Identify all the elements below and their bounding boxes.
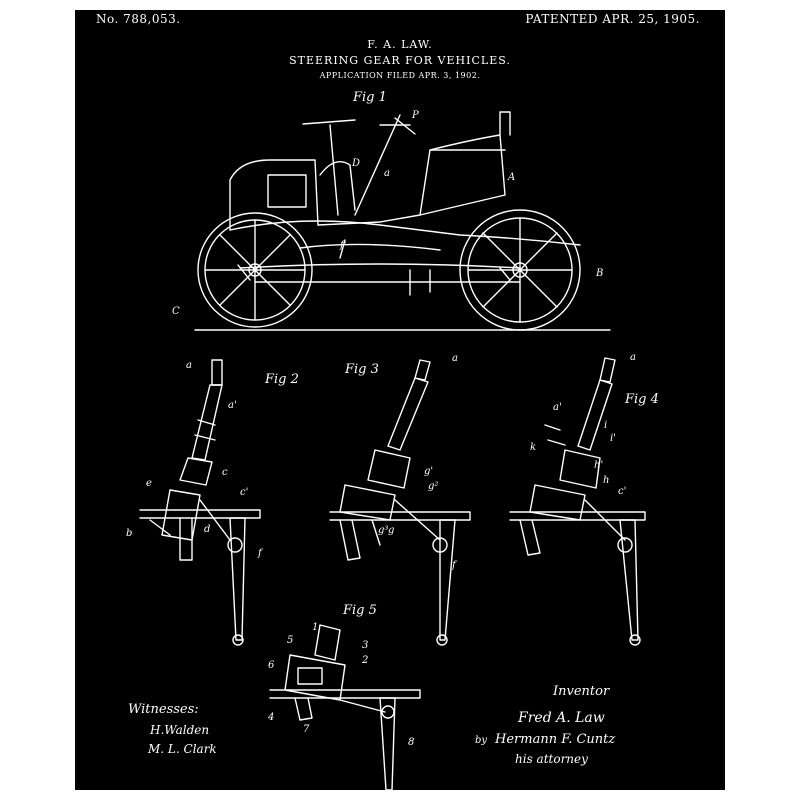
label-fig2-d: d [204, 524, 211, 535]
label-fig4-a1: a' [553, 402, 562, 413]
label-D: D [352, 158, 361, 169]
patent-poster [75, 10, 725, 790]
fig5-mechanism [269, 624, 421, 791]
label-fig3-g3: g³ [378, 525, 389, 536]
label-fig2-f: f [258, 548, 262, 559]
fig3-mechanism [329, 359, 471, 646]
label-fig2-a: a [186, 360, 192, 371]
inventor-signature: Fred A. Law [518, 710, 605, 726]
label-fig4-i1: i' [610, 433, 616, 444]
fig2-title: Fig 2 [265, 372, 299, 387]
label-fig5-1: 1 [312, 622, 319, 633]
label-fig4-h1: h' [594, 460, 604, 471]
label-fig5-7: 7 [303, 724, 310, 735]
label-fig4-h: h [603, 475, 610, 486]
label-fig3-g2: g² [428, 481, 439, 492]
fig1-title: Fig 1 [353, 90, 387, 105]
fig5-title: Fig 5 [343, 603, 377, 618]
by-label: by [475, 735, 488, 746]
fig4-title: Fig 4 [625, 392, 659, 407]
label-fig4-a: a [630, 352, 636, 363]
label-fig3-f: f [452, 560, 456, 571]
label-C: C [172, 306, 180, 317]
patent-title: STEERING GEAR FOR VEHICLES. [289, 54, 511, 67]
label-fig5-5: 5 [287, 635, 294, 646]
label-fig3-a: a [452, 353, 458, 364]
witnesses-heading: Witnesses: [128, 702, 199, 717]
label-A: A [508, 172, 516, 183]
witness-signature-1: H.Walden [150, 723, 210, 737]
application-filed: APPLICATION FILED APR. 3, 1902. [319, 71, 481, 80]
fig3-title: Fig 3 [345, 362, 379, 377]
label-fig5-4: 4 [268, 712, 275, 723]
label-fig3-g1: g' [424, 466, 434, 477]
label-fig2-a1: a' [228, 400, 237, 411]
fig4-mechanism [509, 357, 646, 646]
label-fig5-3: 3 [362, 640, 369, 651]
witness-signature-2: M. L. Clark [148, 742, 217, 756]
label-a: a [384, 168, 390, 179]
inventor-name-heading: F. A. LAW. [367, 38, 433, 51]
fig1-car-drawing [194, 111, 611, 331]
label-p: P [412, 110, 419, 121]
fig2-mechanism [139, 359, 261, 646]
label-fig5-2: 2 [362, 655, 369, 666]
label-fig4-c1: c' [618, 486, 627, 497]
label-fig3-g: g [388, 525, 395, 536]
patent-date: PATENTED APR. 25, 1905. [525, 12, 700, 26]
attorney-signature: Hermann F. Cuntz [495, 732, 616, 747]
label-fig2-b: b [126, 528, 133, 539]
attorney-label: his attorney [515, 752, 588, 766]
inventor-heading: Inventor [553, 684, 610, 699]
label-fig4-k: k [530, 442, 537, 453]
label-fig5-6: 6 [268, 660, 275, 671]
patent-number: No. 788,053. [96, 12, 181, 26]
label-fig4-i: i [604, 420, 608, 431]
label-fig5-8: 8 [408, 737, 415, 748]
label-f1: f' [340, 240, 347, 251]
label-B: B [596, 268, 604, 279]
label-fig2-c: c [222, 467, 228, 478]
label-fig2-e: e [146, 478, 152, 489]
label-fig2-c1: c' [240, 487, 249, 498]
